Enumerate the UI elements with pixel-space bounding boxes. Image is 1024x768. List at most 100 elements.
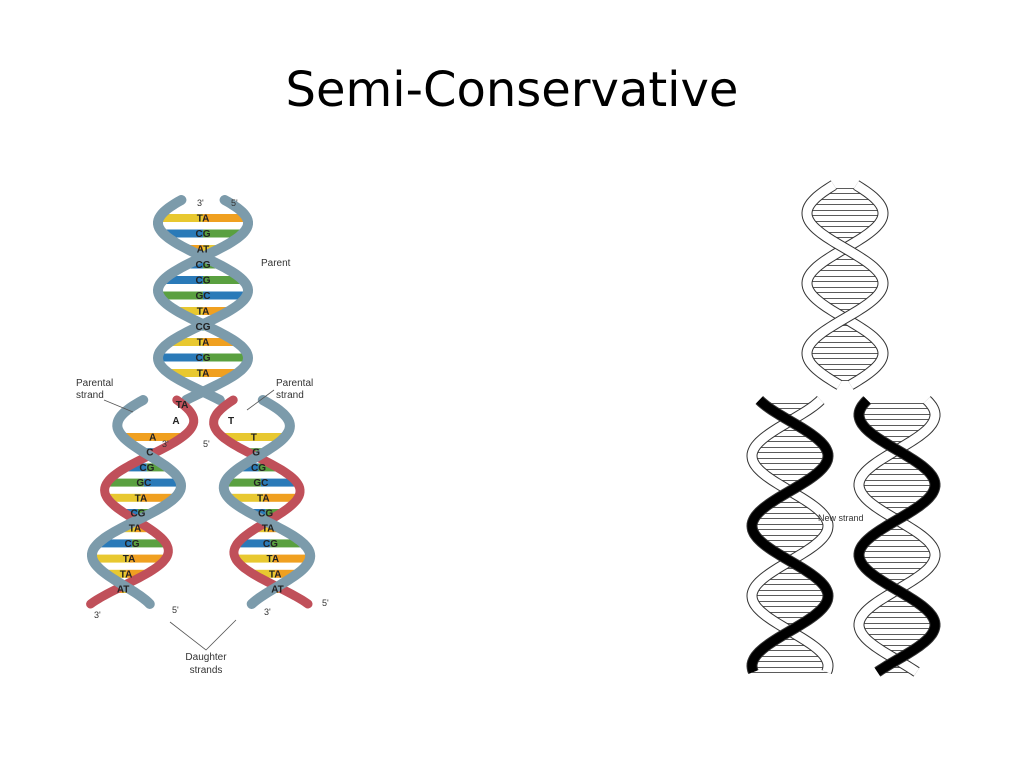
base-pair-label: CG bbox=[196, 353, 211, 364]
base-pair-segment bbox=[105, 569, 127, 578]
bw-base-pair bbox=[858, 623, 936, 629]
base-pair-segment bbox=[224, 478, 261, 487]
label-bottom-5prime-left: 5' bbox=[172, 605, 179, 615]
bw-base-pair bbox=[807, 276, 883, 282]
base-pair-label: TA bbox=[120, 569, 133, 580]
pointer-line bbox=[103, 399, 134, 413]
base-pair-label: TA bbox=[197, 338, 210, 349]
base-pair-segment bbox=[129, 554, 166, 563]
label-fork-3prime: 3' bbox=[162, 439, 169, 449]
bw-base-pair bbox=[808, 287, 882, 293]
bw-base-pair bbox=[859, 546, 935, 552]
left-daughter-new-strand bbox=[86, 395, 199, 609]
bw-base-pair bbox=[751, 524, 829, 530]
base-pair-label: CG bbox=[196, 276, 211, 287]
bw-base-pair bbox=[858, 480, 936, 486]
base-pair-segment bbox=[203, 369, 238, 377]
base-pair-segment bbox=[107, 493, 141, 502]
base-pair-segment bbox=[253, 433, 285, 441]
label-3prime-top: 3' bbox=[197, 198, 204, 208]
label-parental-strand-left-1: Parental bbox=[76, 378, 113, 389]
base-pair-label: GC bbox=[196, 291, 211, 302]
label-fork-5prime: 5' bbox=[203, 439, 210, 449]
bw-right-old-strand bbox=[854, 396, 940, 676]
base-pair-segment bbox=[228, 493, 264, 502]
bw-replication-diagram bbox=[746, 180, 941, 677]
base-pair-label: CG bbox=[139, 463, 154, 474]
backbone-group bbox=[86, 195, 316, 609]
bw-base-pair bbox=[859, 557, 935, 563]
daughter-pointer-lines bbox=[169, 619, 237, 651]
base-pair-segment bbox=[235, 554, 273, 563]
bw-base-pair bbox=[752, 447, 828, 453]
base-pair-label: GC bbox=[253, 478, 268, 489]
base-pair-segment bbox=[132, 539, 166, 548]
bw-base-pair bbox=[806, 353, 884, 359]
bw-base-pair bbox=[861, 403, 933, 409]
base-pair-segment bbox=[168, 369, 203, 377]
base-pair-label: CG bbox=[125, 539, 140, 550]
bw-right-new-strand bbox=[854, 396, 940, 676]
base-pair-label: CG bbox=[196, 322, 211, 333]
left-daughter-parental-strand bbox=[87, 395, 187, 609]
base-pair-label: CG bbox=[130, 509, 145, 520]
base-pair-segment bbox=[239, 463, 259, 472]
base-pair-label: G bbox=[252, 448, 260, 459]
bw-base-pair bbox=[753, 656, 827, 662]
bw-base-pair bbox=[811, 199, 879, 205]
bw-base-pair bbox=[806, 210, 884, 216]
fork-base-label: A bbox=[172, 416, 179, 427]
bw-base-pair bbox=[809, 342, 881, 348]
base-pair-label: TA bbox=[129, 524, 142, 535]
bw-parent-strand-a bbox=[802, 181, 888, 389]
base-pair-label: A bbox=[149, 433, 156, 444]
label-bottom-3prime-right: 3' bbox=[264, 607, 271, 617]
bw-base-pair bbox=[752, 458, 828, 464]
parent-backbone-strand bbox=[152, 195, 254, 405]
base-pair-segment bbox=[169, 338, 203, 346]
bw-base-pair bbox=[754, 601, 826, 607]
label-parental-strand-right-1: Parental bbox=[276, 378, 313, 389]
base-pair-segment bbox=[163, 276, 203, 284]
base-pair-segment bbox=[237, 539, 271, 548]
base-pair-segment bbox=[92, 554, 130, 563]
bw-base-pair bbox=[755, 513, 825, 519]
base-pair-label: CG bbox=[196, 260, 211, 271]
base-pair-segment bbox=[203, 353, 248, 362]
base-pair-label: GC bbox=[136, 478, 151, 489]
label-5prime-top: 5' bbox=[231, 198, 238, 208]
base-pair-label: T bbox=[251, 433, 257, 444]
base-pair-segment bbox=[107, 478, 144, 487]
base-pair-label: CG bbox=[196, 229, 211, 240]
base-pair-label: TA bbox=[257, 493, 270, 504]
right-daughter-parental-strand bbox=[218, 395, 316, 609]
base-pair-label: TA bbox=[266, 554, 279, 565]
base-pair-segment bbox=[152, 433, 183, 441]
base-pair-label: TA bbox=[262, 524, 275, 535]
base-pair-segment bbox=[163, 229, 203, 238]
base-pair-label: TA bbox=[135, 493, 148, 504]
base-pair-label: TA bbox=[269, 569, 282, 580]
fork-base-label: TA bbox=[176, 400, 189, 411]
base-pair-segment bbox=[123, 433, 153, 441]
base-pair-segment bbox=[203, 214, 247, 222]
base-pair-label: AT bbox=[271, 585, 284, 596]
base-pair-label: CG bbox=[263, 539, 278, 550]
base-pair-label: CG bbox=[251, 463, 266, 474]
base-pair-label: TA bbox=[197, 369, 210, 380]
base-pair-segment bbox=[176, 307, 203, 315]
base-pair-segment bbox=[258, 463, 278, 472]
base-pair-label: AT bbox=[117, 585, 130, 596]
bw-base-pair bbox=[751, 590, 829, 596]
base-pair-segment bbox=[203, 291, 247, 300]
base-pair-segment bbox=[126, 569, 147, 578]
label-bottom-3prime-left: 3' bbox=[94, 610, 101, 620]
label-parent: Parent bbox=[261, 258, 291, 269]
base-pair-segment bbox=[263, 493, 299, 502]
base-pair-label: TA bbox=[197, 307, 210, 318]
base-pair-segment bbox=[275, 569, 298, 578]
base-pair-label: TA bbox=[123, 554, 136, 565]
base-pair-segment bbox=[203, 307, 230, 315]
bw-left-old-strand bbox=[747, 396, 833, 674]
